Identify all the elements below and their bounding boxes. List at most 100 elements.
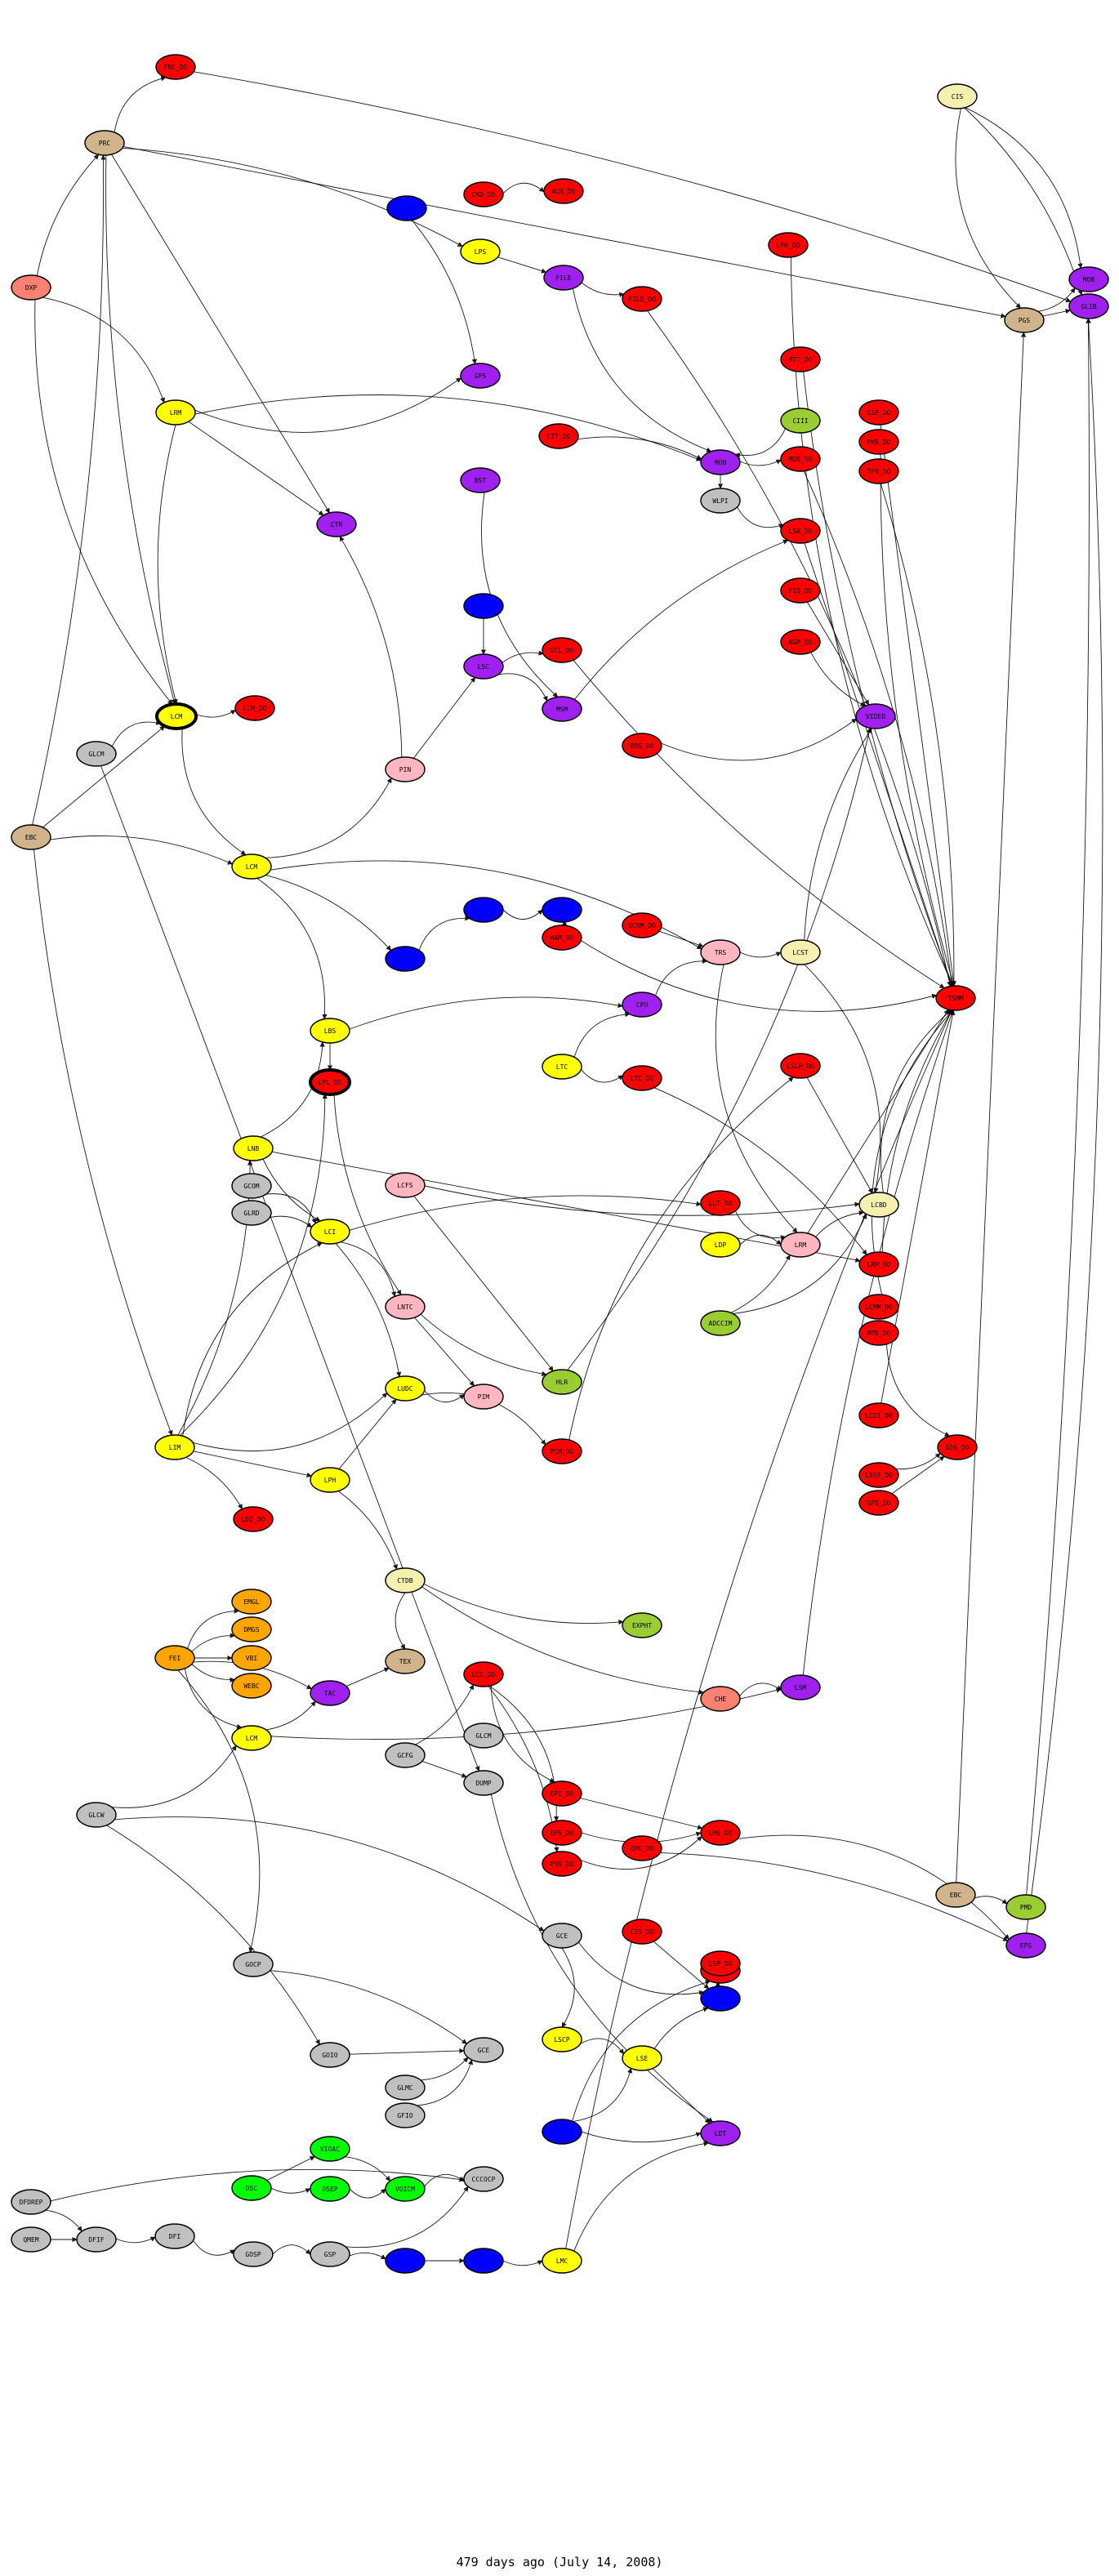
graph-node[interactable]: GFIO: [385, 2102, 426, 2128]
graph-node[interactable]: LUDC: [385, 1375, 426, 1402]
graph-node[interactable]: [542, 897, 582, 923]
graph-node[interactable]: GPS_DO: [858, 1490, 899, 1516]
graph-node[interactable]: GLCW: [76, 1802, 117, 1828]
graph-node[interactable]: CTDB: [385, 1567, 426, 1593]
graph-node[interactable]: PRC: [84, 130, 125, 156]
graph-node[interactable]: LCM_DO: [234, 695, 275, 721]
graph-node[interactable]: PGS: [1004, 307, 1045, 333]
graph-node[interactable]: [385, 2248, 426, 2274]
graph-node[interactable]: PNS_DO: [858, 429, 899, 455]
graph-node[interactable]: LSM: [780, 1674, 821, 1700]
graph-node[interactable]: [386, 195, 427, 221]
graph-node[interactable]: LBS: [310, 1018, 350, 1044]
graph-node[interactable]: FILE: [543, 265, 584, 291]
graph-node[interactable]: PIN: [385, 756, 426, 782]
graph-node[interactable]: LCC_DO: [463, 1661, 504, 1687]
graph-node[interactable]: CPU: [622, 992, 662, 1018]
graph-node[interactable]: LCFS: [385, 1172, 426, 1198]
graph-node[interactable]: MPD_DO: [858, 1320, 899, 1346]
graph-node[interactable]: EBC: [935, 1882, 976, 1908]
graph-node[interactable]: LSE: [622, 2045, 662, 2071]
graph-node[interactable]: GLCM: [463, 1723, 504, 1749]
graph-node[interactable]: MOB: [1068, 266, 1109, 292]
graph-node[interactable]: GLRD: [231, 1200, 272, 1226]
graph-node[interactable]: LCI: [310, 1219, 350, 1245]
graph-node[interactable]: LMS_DO: [700, 1820, 741, 1846]
graph-node[interactable]: ADCCIM: [700, 1310, 741, 1336]
graph-node[interactable]: LTC_DO: [622, 1065, 662, 1091]
graph-node[interactable]: LCBD: [858, 1192, 899, 1218]
graph-node[interactable]: PMD: [1005, 1894, 1046, 1920]
graph-node[interactable]: LCMM_DO: [858, 1294, 899, 1320]
graph-node[interactable]: MTT_DO: [780, 346, 821, 372]
graph-node[interactable]: MSM: [542, 696, 582, 722]
graph-node[interactable]: [463, 593, 504, 619]
graph-node[interactable]: HAM_DO: [542, 925, 582, 951]
graph-node[interactable]: LSCP: [542, 2026, 582, 2052]
graph-node[interactable]: WLPI: [700, 488, 741, 514]
graph-node[interactable]: CTR: [316, 511, 357, 537]
graph-node[interactable]: VIOAC: [310, 2136, 350, 2162]
graph-node[interactable]: LRM_DO: [858, 1251, 899, 1277]
graph-node[interactable]: CHE: [700, 1686, 741, 1712]
graph-node[interactable]: AUX_DO: [543, 178, 584, 204]
graph-node[interactable]: MDS_DO: [780, 446, 821, 472]
graph-node[interactable]: DFDREP: [11, 2189, 51, 2215]
graph-node[interactable]: LLT_DO: [700, 1190, 741, 1216]
graph-node[interactable]: TEX: [385, 1648, 426, 1674]
graph-node[interactable]: LSP_DO: [700, 1950, 741, 1977]
graph-node[interactable]: CIS: [937, 83, 978, 109]
graph-node[interactable]: GDS_DO: [937, 1434, 978, 1460]
graph-node[interactable]: LCM: [231, 853, 272, 880]
graph-node[interactable]: GCOM: [231, 1173, 272, 1199]
graph-node[interactable]: DMGS: [231, 1616, 272, 1642]
graph-node[interactable]: LNB: [233, 1135, 274, 1161]
graph-node[interactable]: EPS: [1005, 1932, 1046, 1959]
graph-node[interactable]: PSS_DO: [542, 1851, 582, 1877]
graph-node[interactable]: LRM: [780, 1232, 821, 1258]
graph-node[interactable]: TRS: [700, 939, 741, 965]
graph-node[interactable]: QMEM: [11, 2226, 51, 2253]
graph-node[interactable]: LCM: [155, 702, 198, 730]
graph-node[interactable]: LCDI_DO: [858, 1402, 899, 1428]
graph-node[interactable]: LTC: [542, 1054, 582, 1080]
graph-node[interactable]: TAC: [310, 1680, 350, 1706]
graph-node[interactable]: PIM: [463, 1384, 504, 1410]
graph-node[interactable]: LPH_DO: [768, 232, 809, 258]
graph-node[interactable]: MOB: [700, 449, 741, 475]
graph-node[interactable]: LIM: [154, 1434, 195, 1460]
graph-node[interactable]: [385, 946, 426, 972]
graph-node[interactable]: FILE_DO: [622, 286, 662, 312]
graph-node[interactable]: TPX_DO: [858, 458, 899, 484]
graph-node[interactable]: LDT: [700, 2120, 741, 2146]
graph-node[interactable]: GSP: [310, 2241, 350, 2267]
graph-node[interactable]: LCM: [231, 1725, 272, 1751]
graph-node[interactable]: VOICM: [385, 2176, 426, 2202]
graph-node[interactable]: DUMP: [463, 1770, 504, 1796]
graph-node[interactable]: CIII: [780, 408, 821, 434]
graph-node[interactable]: GPS: [460, 363, 501, 389]
graph-node[interactable]: SCL_DO: [542, 637, 582, 663]
graph-node[interactable]: GLCM: [76, 741, 117, 767]
graph-node[interactable]: LSSR_DO: [858, 1462, 899, 1488]
graph-node[interactable]: EPI_DO: [542, 1780, 582, 1807]
graph-node[interactable]: [542, 2119, 582, 2145]
graph-node[interactable]: [463, 2248, 504, 2274]
graph-node[interactable]: LNTC: [385, 1294, 426, 1320]
graph-node[interactable]: GOCP: [233, 1951, 274, 1977]
graph-node[interactable]: LMC: [542, 2248, 582, 2274]
graph-node[interactable]: PRC_DO: [155, 54, 196, 80]
graph-node[interactable]: EXPHT: [622, 1612, 662, 1638]
graph-node[interactable]: SCRM_DO: [622, 912, 662, 938]
graph-node[interactable]: DSC: [231, 2175, 272, 2201]
graph-node[interactable]: SSP_DO: [858, 399, 899, 426]
graph-node[interactable]: EPS_DO: [542, 1820, 582, 1846]
graph-node[interactable]: DSEP: [310, 2176, 350, 2202]
graph-node[interactable]: FSS_DO: [780, 577, 821, 604]
graph-node[interactable]: DFI: [154, 2223, 195, 2249]
graph-node[interactable]: LDI_DO: [233, 1506, 274, 1532]
graph-node[interactable]: LSR_DO: [780, 518, 821, 544]
graph-node[interactable]: GCE: [542, 1923, 582, 1949]
graph-node[interactable]: CCCOCP: [463, 2166, 504, 2192]
graph-node[interactable]: GLMC: [385, 2075, 426, 2101]
